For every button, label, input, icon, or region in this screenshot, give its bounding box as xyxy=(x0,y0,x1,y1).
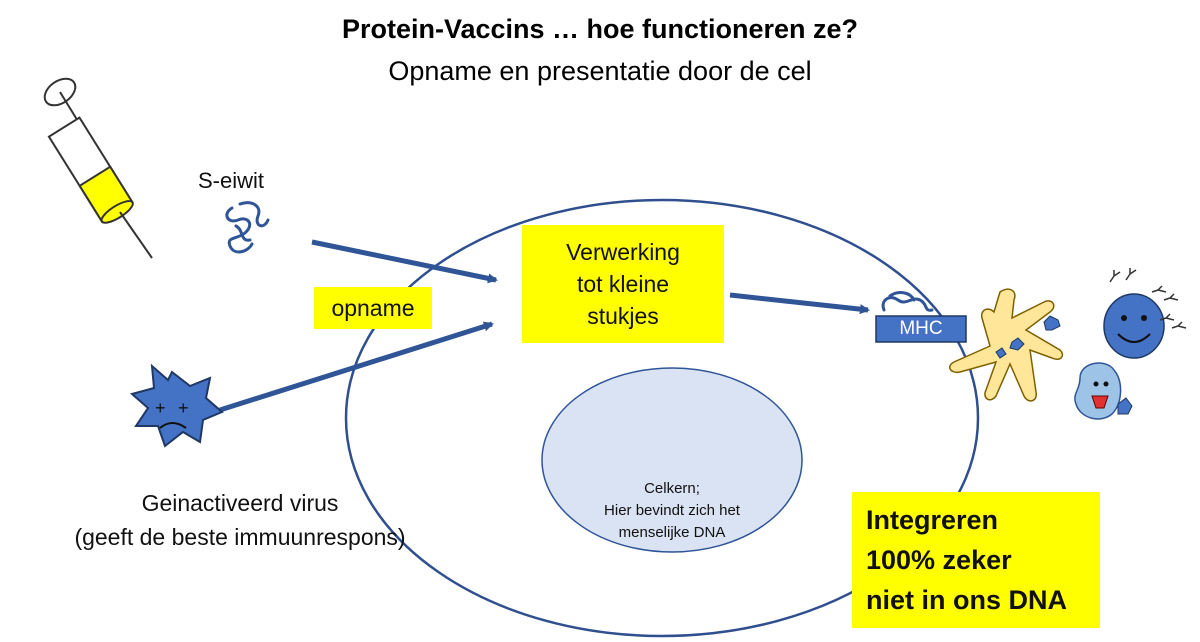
processing-line-1: Verwerking xyxy=(566,239,680,265)
label-virus-line-1: Geinactiveerd virus xyxy=(141,490,339,516)
immune-cell-icon xyxy=(1074,362,1133,420)
label-opname: opname xyxy=(314,287,432,329)
diagram-subtitle: Opname en presentatie door de cel xyxy=(388,56,812,86)
integration-box: Integreren 100% zeker niet in ons DNA xyxy=(852,492,1100,628)
label-celkern-line-2: Hier bevindt zich het xyxy=(604,502,740,519)
label-virus: Geinactiveerd virus (geeft de beste immu… xyxy=(20,486,460,554)
label-virus-line-2: (geeft de beste immuunrespons) xyxy=(74,524,406,550)
arrow-protein-to-processing xyxy=(311,239,498,284)
mhc-box xyxy=(875,315,967,343)
antibody-icon xyxy=(1109,268,1187,329)
syringe-icon xyxy=(43,77,153,259)
protein-icon xyxy=(225,201,270,254)
label-opname-text: opname xyxy=(331,294,415,321)
label-mhc: MHC xyxy=(899,318,943,339)
arrow-processing-to-mhc xyxy=(729,292,870,315)
integration-line-2: 100% zeker xyxy=(866,545,1012,575)
nucleus xyxy=(541,367,803,553)
label-celkern-line-1: Celkern; xyxy=(644,480,700,497)
diagram-title: Protein-Vaccins … hoe functioneren ze? xyxy=(341,14,859,44)
processing-box: Verwerking tot kleine stukjes xyxy=(522,225,724,343)
svg-text:+: + xyxy=(178,398,189,418)
label-celkern: Celkern; Hier bevindt zich het menselijk… xyxy=(572,478,772,544)
label-s-eiwit: S-eiwit xyxy=(198,168,265,193)
processing-line-3: stukjes xyxy=(587,303,659,329)
arrow-virus-to-processing xyxy=(219,321,494,413)
integration-line-3: niet in ons DNA xyxy=(866,585,1067,615)
b-cell-icon xyxy=(1103,293,1165,359)
virus-icon: + + xyxy=(129,363,224,448)
cell-membrane xyxy=(344,198,980,638)
label-celkern-line-3: menselijke DNA xyxy=(618,524,726,541)
dendritic-cell-icon xyxy=(949,288,1064,402)
protein-fragment-icon xyxy=(881,291,934,312)
processing-line-2: tot kleine xyxy=(576,271,670,297)
svg-text:+: + xyxy=(155,398,166,418)
integration-line-1: Integreren xyxy=(866,505,999,535)
